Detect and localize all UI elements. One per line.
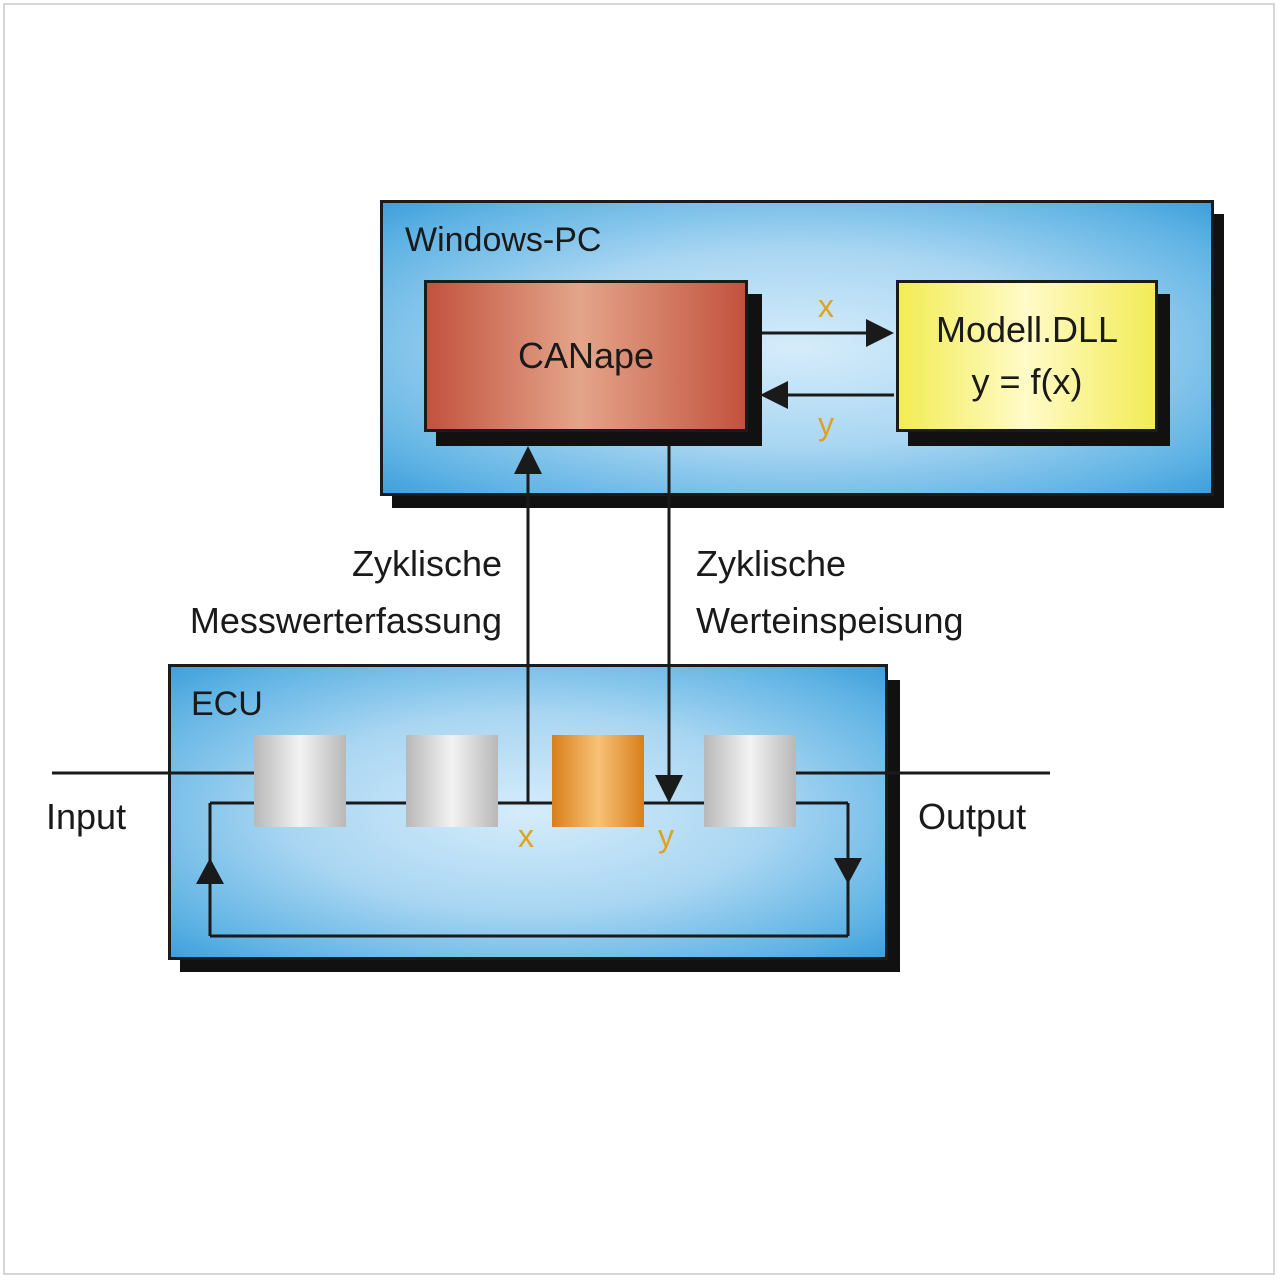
injection-caption-line1: Zyklische xyxy=(696,543,847,584)
ecu-var-y: y xyxy=(658,818,674,854)
loop-arrowhead-down xyxy=(834,858,862,884)
ecu-function-block-1 xyxy=(254,735,346,827)
ecu-title: ECU xyxy=(191,685,263,723)
loop-arrowhead-up xyxy=(196,858,224,884)
ecu-model-block xyxy=(552,735,644,827)
measurement-caption-line1: Zyklische xyxy=(351,543,502,584)
image-frame xyxy=(3,3,1275,1275)
injection-arrowhead-down xyxy=(655,775,683,803)
ecu-function-block-4 xyxy=(704,735,796,827)
dll-output-var-y: y xyxy=(818,406,834,442)
x-arrowhead-right xyxy=(866,319,894,347)
ecu-var-x: x xyxy=(518,818,534,854)
y-arrowhead-left xyxy=(760,381,788,409)
canape-box: CANape xyxy=(424,280,748,432)
dll-name-label: Modell.DLL xyxy=(935,308,1119,350)
injection-caption-line2: Werteinspeisung xyxy=(696,600,964,641)
input-label: Input xyxy=(46,796,127,837)
canape-label: CANape xyxy=(517,334,655,376)
dll-function-label: y = f(x) xyxy=(971,361,1083,402)
measurement-caption-line2: Messwerterfassung xyxy=(189,600,502,641)
dll-box: Modell.DLL y = f(x) xyxy=(896,280,1158,432)
measurement-arrowhead-up xyxy=(514,446,542,474)
dll-input-var-x: x xyxy=(818,288,834,324)
windows-pc-title: Windows-PC xyxy=(405,221,602,259)
output-label: Output xyxy=(918,796,1027,837)
ecu-function-block-2 xyxy=(406,735,498,827)
